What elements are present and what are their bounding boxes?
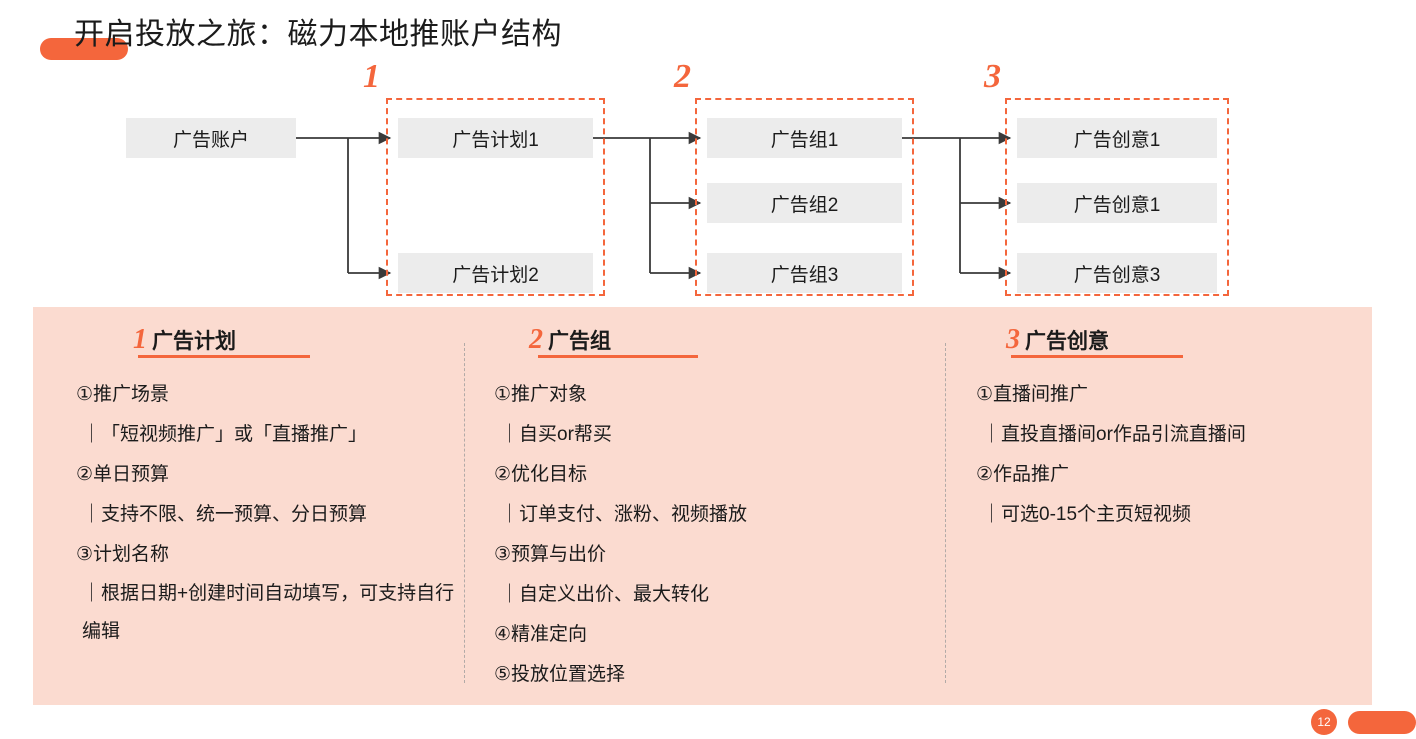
node-ad-account[interactable]: 广告账户 <box>126 118 296 158</box>
detail-column-ad-creative: 3 广告创意 ①直播间推广 ｜直投直播间or作品引流直播间 ②作品推广 ｜可选0… <box>958 307 1368 535</box>
detail-column-number: 3 <box>1006 324 1020 355</box>
detail-line: ①直播间推广 <box>976 384 1089 405</box>
detail-line: ②作品推广 <box>976 464 1070 485</box>
detail-column-lines: ①直播间推广 ｜直投直播间or作品引流直播间 ②作品推广 ｜可选0-15个主页短… <box>958 375 1368 535</box>
column-divider-2 <box>945 343 946 683</box>
detail-line: ｜订单支付、涨粉、视频播放 <box>500 504 748 525</box>
title-accent-pill <box>40 38 128 60</box>
detail-line: ｜自买or帮买 <box>500 424 612 445</box>
detail-column-title: 广告组 <box>548 330 611 353</box>
detail-line: ①推广场景 <box>76 384 170 405</box>
detail-column-title: 广告创意 <box>1025 330 1109 353</box>
node-ad-plan-1[interactable]: 广告计划1 <box>398 118 593 158</box>
detail-line: ①推广对象 <box>494 384 588 405</box>
title-underline <box>538 355 698 358</box>
title-underline <box>1011 355 1183 358</box>
detail-column-header: 2 广告组 <box>476 307 931 358</box>
node-ad-plan-2[interactable]: 广告计划2 <box>398 253 593 293</box>
group-number-1: 1 <box>363 58 380 95</box>
detail-line: ⑤投放位置选择 <box>494 664 626 685</box>
detail-line: ｜根据日期+创建时间自动填写，可支持自行编辑 <box>82 583 455 642</box>
group-box-ad-plan <box>386 98 605 296</box>
group-number-2: 2 <box>674 58 691 95</box>
detail-line: ｜直投直播间or作品引流直播间 <box>982 424 1246 445</box>
detail-line: ③预算与出价 <box>494 544 607 565</box>
detail-column-number: 1 <box>133 324 147 355</box>
detail-column-lines: ①推广对象 ｜自买or帮买 ②优化目标 ｜订单支付、涨粉、视频播放 ③预算与出价… <box>476 375 931 695</box>
page-number-badge: 12 <box>1311 709 1337 735</box>
group-number-3: 3 <box>984 58 1001 95</box>
node-ad-creative-3[interactable]: 广告创意3 <box>1017 253 1217 293</box>
node-ad-group-2[interactable]: 广告组2 <box>707 183 902 223</box>
detail-column-ad-group: 2 广告组 ①推广对象 ｜自买or帮买 ②优化目标 ｜订单支付、涨粉、视频播放 … <box>476 307 931 695</box>
detail-line: ④精准定向 <box>494 624 588 645</box>
group-box-ad-group <box>695 98 914 296</box>
title-underline <box>138 355 310 358</box>
detail-panel: 1 广告计划 ①推广场景 ｜「短视频推广」或「直播推广」 ②单日预算 ｜支持不限… <box>33 307 1372 705</box>
detail-line: ｜自定义出价、最大转化 <box>500 584 710 605</box>
node-ad-creative-1[interactable]: 广告创意1 <box>1017 118 1217 158</box>
detail-column-title: 广告计划 <box>152 330 236 353</box>
detail-column-header: 1 广告计划 <box>58 307 458 358</box>
detail-line: ｜「短视频推广」或「直播推广」 <box>82 424 368 445</box>
footer-accent-pill <box>1348 711 1416 734</box>
detail-column-number: 2 <box>529 324 543 355</box>
detail-column-header: 3 广告创意 <box>958 307 1368 358</box>
node-ad-group-1[interactable]: 广告组1 <box>707 118 902 158</box>
column-divider-1 <box>464 343 465 683</box>
detail-line: ③计划名称 <box>76 544 170 565</box>
detail-line: ②单日预算 <box>76 464 170 485</box>
page-title: 开启投放之旅：磁力本地推账户结构 <box>74 18 562 51</box>
detail-line: ｜支持不限、统一预算、分日预算 <box>82 504 368 525</box>
detail-column-ad-plan: 1 广告计划 ①推广场景 ｜「短视频推广」或「直播推广」 ②单日预算 ｜支持不限… <box>58 307 458 651</box>
group-box-ad-creative <box>1005 98 1229 296</box>
account-structure-diagram: 广告账户 1 2 3 广告计划1 广告计划2 广告组1 广告组2 广告组3 广告… <box>0 0 1416 310</box>
detail-line: ②优化目标 <box>494 464 588 485</box>
node-ad-group-3[interactable]: 广告组3 <box>707 253 902 293</box>
detail-line: ｜可选0-15个主页短视频 <box>982 504 1192 525</box>
detail-column-lines: ①推广场景 ｜「短视频推广」或「直播推广」 ②单日预算 ｜支持不限、统一预算、分… <box>58 375 458 651</box>
node-ad-creative-2[interactable]: 广告创意1 <box>1017 183 1217 223</box>
